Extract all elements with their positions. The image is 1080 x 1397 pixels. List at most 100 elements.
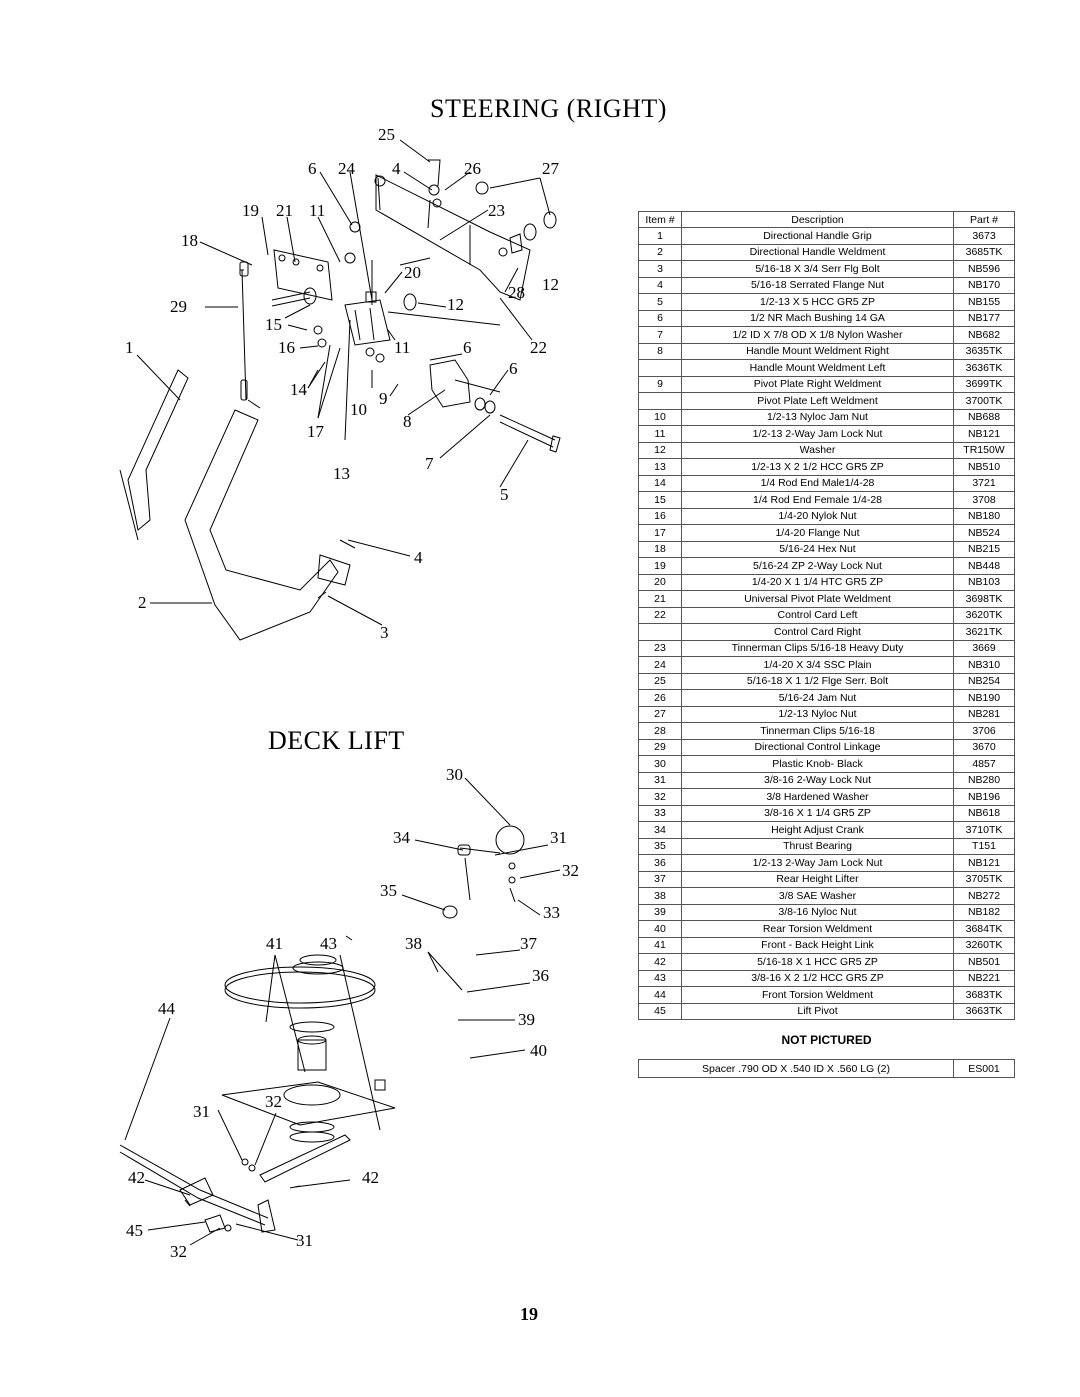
callout-19: 19 — [242, 201, 259, 220]
callout-8: 8 — [403, 412, 412, 431]
not-pictured-table: Spacer .790 OD X .540 ID X .560 LG (2) E… — [638, 1059, 1015, 1078]
cell-item: 23 — [638, 639, 682, 657]
callout-42-b: 42 — [362, 1168, 379, 1187]
cell-part: 3710TK — [953, 821, 1015, 839]
cell-item: 5 — [638, 293, 682, 311]
cell-part: NB280 — [953, 771, 1015, 789]
cell-part: TR150W — [953, 441, 1015, 459]
cell-item: 34 — [638, 821, 682, 839]
callout-12-a: 12 — [542, 275, 559, 294]
cell-item: 17 — [638, 524, 682, 542]
callout-27: 27 — [542, 159, 559, 178]
cell-item: 30 — [638, 755, 682, 773]
cell-description: Lift Pivot — [681, 1002, 954, 1020]
cell-item: 32 — [638, 788, 682, 806]
cell-item: 3 — [638, 260, 682, 278]
callout-11-b: 11 — [394, 338, 411, 357]
deck-lift-parts — [119, 825, 525, 1233]
cell-part: 3635TK — [953, 342, 1015, 360]
table-row: Spacer .790 OD X .540 ID X .560 LG (2) E… — [638, 1059, 1015, 1078]
cell-part: T151 — [953, 837, 1015, 855]
cell-part: NB510 — [953, 458, 1015, 476]
callout-36: 36 — [532, 966, 549, 985]
callout-11: 11 — [309, 201, 326, 220]
cell-item: 9 — [638, 375, 682, 393]
cell-description: Directional Control Linkage — [681, 738, 954, 756]
cell-item: 28 — [638, 722, 682, 740]
callout-10: 10 — [350, 400, 367, 419]
deck-lift-title: DECK LIFT — [268, 726, 405, 755]
table-header-row: Item # Description Part # — [638, 211, 1015, 228]
cell-part: NB272 — [953, 887, 1015, 905]
not-pictured-part: ES001 — [953, 1059, 1015, 1078]
callout-35: 35 — [380, 881, 397, 900]
callout-13: 13 — [333, 464, 350, 483]
callout-31-b: 31 — [193, 1102, 210, 1121]
cell-part: NB177 — [953, 309, 1015, 327]
cell-part: NB221 — [953, 969, 1015, 987]
steering-parts — [119, 159, 561, 641]
cell-part: NB310 — [953, 656, 1015, 674]
cell-description: 5/16-18 X 1 1/2 Flge Serr. Bolt — [681, 672, 954, 690]
not-pictured-heading: NOT PICTURED — [781, 1033, 872, 1047]
callout-32: 32 — [562, 861, 579, 880]
cell-part: NB618 — [953, 804, 1015, 822]
cell-item: 43 — [638, 969, 682, 987]
callout-40: 40 — [530, 1041, 547, 1060]
cell-item: 4 — [638, 276, 682, 294]
cell-item: 27 — [638, 705, 682, 723]
cell-description: 3/8-16 Nyloc Nut — [681, 903, 954, 921]
callout-18: 18 — [181, 231, 198, 250]
callout-38: 38 — [405, 934, 422, 953]
cell-description: 1/2-13 Nyloc Nut — [681, 705, 954, 723]
callout-28: 28 — [508, 283, 525, 302]
callout-26: 26 — [464, 159, 481, 178]
callout-33: 33 — [543, 903, 560, 922]
cell-item: 2 — [638, 243, 682, 261]
cell-part: NB254 — [953, 672, 1015, 690]
callout-37: 37 — [520, 934, 537, 953]
cell-part: NB688 — [953, 408, 1015, 426]
cell-part: NB281 — [953, 705, 1015, 723]
cell-description: 3/8 Hardened Washer — [681, 788, 954, 806]
callout-25: 25 — [378, 125, 395, 144]
cell-description: 1/4 Rod End Female 1/4-28 — [681, 491, 954, 509]
cell-part: 3663TK — [953, 1002, 1015, 1020]
cell-description: Height Adjust Crank — [681, 821, 954, 839]
cell-description: Control Card Left — [681, 606, 954, 624]
cell-description: 1/2 ID X 7/8 OD X 1/8 Nylon Washer — [681, 326, 954, 344]
callout-20: 20 — [404, 263, 421, 282]
cell-item — [638, 623, 682, 641]
cell-item: 15 — [638, 491, 682, 509]
cell-item: 25 — [638, 672, 682, 690]
cell-part: 3636TK — [953, 359, 1015, 377]
